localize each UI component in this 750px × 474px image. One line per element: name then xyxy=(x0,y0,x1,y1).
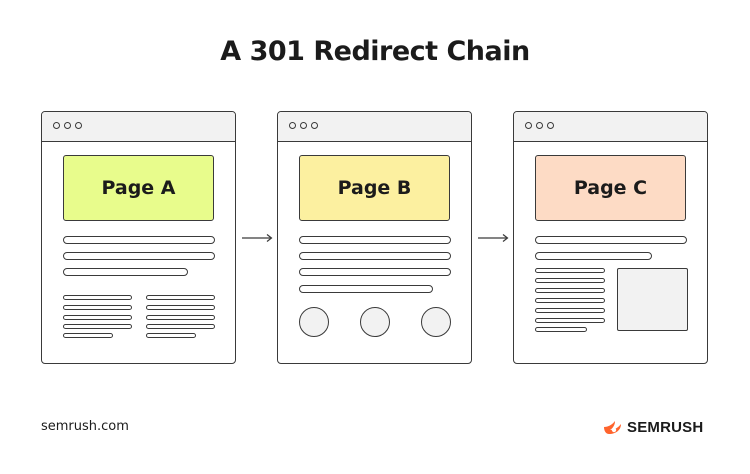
circle-placeholder-icon xyxy=(360,307,390,337)
text-line-small xyxy=(535,327,587,332)
browser-window-page-b: Page B xyxy=(277,111,472,364)
window-dot-icon xyxy=(75,122,82,129)
text-line-small xyxy=(535,268,605,273)
text-line-small xyxy=(146,324,215,329)
text-line-small xyxy=(63,324,132,329)
image-placeholder xyxy=(617,268,688,331)
text-line xyxy=(299,268,451,276)
text-line xyxy=(535,252,652,260)
text-line xyxy=(63,268,188,276)
window-dot-icon xyxy=(547,122,554,129)
text-line-small xyxy=(535,298,605,303)
window-dot-icon xyxy=(300,122,307,129)
text-line-small xyxy=(146,333,196,338)
text-line xyxy=(299,252,451,260)
text-line xyxy=(299,236,451,244)
window-dot-icon xyxy=(64,122,71,129)
text-line-small xyxy=(535,318,605,323)
window-dot-icon xyxy=(311,122,318,129)
browser-titlebar xyxy=(514,112,707,142)
browser-titlebar xyxy=(42,112,235,142)
text-line-small xyxy=(146,295,215,300)
page-a-hero: Page A xyxy=(63,155,214,221)
text-line-small xyxy=(146,315,215,320)
redirect-arrow-icon xyxy=(242,234,273,242)
semrush-flame-icon xyxy=(604,421,621,434)
source-label: semrush.com xyxy=(41,419,129,434)
text-line-small xyxy=(63,295,132,300)
text-line xyxy=(299,285,433,293)
circle-placeholder-icon xyxy=(299,307,329,337)
browser-titlebar xyxy=(278,112,471,142)
text-line-small xyxy=(535,288,605,293)
browser-window-page-a: Page A xyxy=(41,111,236,364)
text-line-small xyxy=(535,278,605,283)
window-dot-icon xyxy=(525,122,532,129)
text-line-small xyxy=(535,308,605,313)
diagram-title: A 301 Redirect Chain xyxy=(220,36,530,67)
text-line xyxy=(535,236,687,244)
text-line xyxy=(63,252,215,260)
browser-window-page-c: Page C xyxy=(513,111,708,364)
text-line-small xyxy=(63,333,113,338)
semrush-logo: SEMRUSH xyxy=(603,416,703,438)
semrush-wordmark: SEMRUSH xyxy=(627,418,704,436)
page-c-hero: Page C xyxy=(535,155,686,221)
window-dot-icon xyxy=(53,122,60,129)
circle-placeholder-icon xyxy=(421,307,451,337)
redirect-arrow-icon xyxy=(478,234,509,242)
window-dot-icon xyxy=(289,122,296,129)
text-line-small xyxy=(63,315,132,320)
window-dot-icon xyxy=(536,122,543,129)
text-line-small xyxy=(63,305,132,310)
page-b-hero: Page B xyxy=(299,155,450,221)
text-line xyxy=(63,236,215,244)
text-line-small xyxy=(146,305,215,310)
